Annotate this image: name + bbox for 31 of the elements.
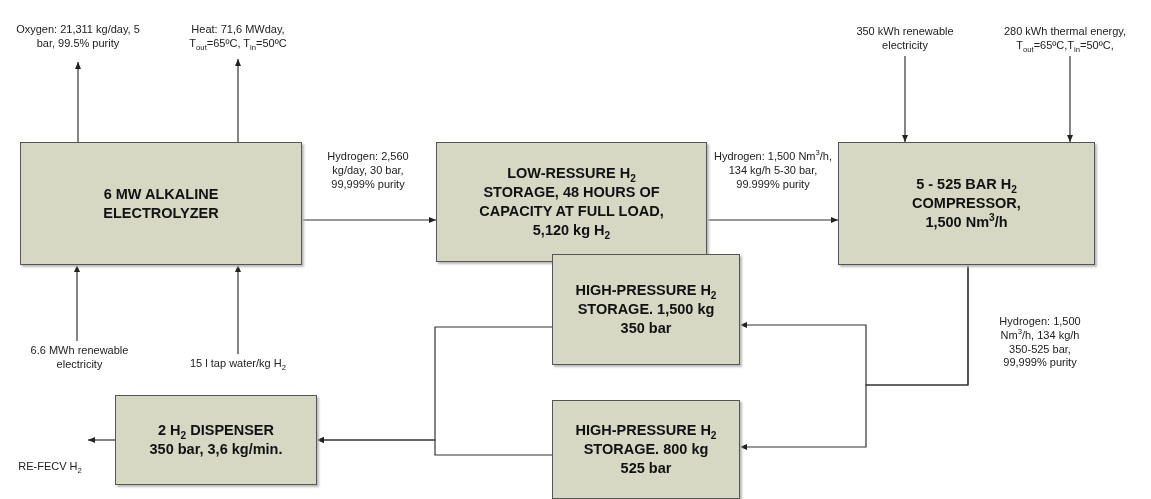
- process-box: [838, 142, 1095, 265]
- arrow: [316, 437, 553, 456]
- arrow: [739, 264, 969, 450]
- flow-label: 350 kWh renewable electricity: [855, 25, 955, 53]
- arrow: [301, 217, 437, 223]
- box-title: 6 MW ALKALINE ELECTROLYZER: [102, 184, 220, 223]
- arrow: [902, 55, 908, 143]
- process-box: [20, 142, 302, 265]
- arrow: [87, 437, 116, 443]
- process-box: [552, 400, 740, 499]
- box-title: HIGH-PRESSURE H$_{2}$ STORAGE. 800 kg 525 bar: [575, 421, 717, 478]
- flow-label: 280 kWh thermal energy, T$_{out}$=65ºC,T$_{in}$=50ºC,: [1002, 25, 1128, 53]
- process-box: [436, 142, 707, 262]
- process-box: [552, 254, 740, 365]
- flow-label: RE-FECV H$_{2}$: [18, 460, 82, 474]
- edge-label: Hydrogen: 1,500 Nm$^{3}$/h, 134 kg/h 5-30 bar, 99.999% purity: [712, 150, 834, 192]
- box-title: 5 - 525 BAR H$_{2}$ COMPRESSOR, 1,500 Nm$^{3}$/h: [911, 175, 1022, 232]
- flow-label: 15 l tap water/kg H$_{2}$: [190, 357, 286, 371]
- arrow: [75, 61, 81, 143]
- arrow: [74, 264, 80, 342]
- flow-label: Oxygen: 21,311 kg/day, 5 bar, 99.5% purity: [16, 23, 140, 51]
- arrow: [235, 264, 241, 355]
- flow-label: Heat: 71,6 MWday, T$_{out}$=65ºC, T$_{in}$=50ºC: [188, 23, 288, 51]
- box-title: HIGH-PRESSURE H$_{2}$ STORAGE. 1,500 kg 350 bar: [575, 281, 717, 338]
- process-box: [115, 395, 317, 485]
- flow-label: 6.6 MWh renewable electricity: [29, 344, 130, 372]
- box-title: 2 H$_{2}$ DISPENSER 350 bar, 3,6 kg/min.: [148, 421, 284, 459]
- arrow: [1067, 55, 1073, 143]
- box-title: LOW-RESSURE H$_{2}$ STORAGE, 48 HOURS OF CAPACITY AT FULL LOAD, 5,120 kg H$_{2}$: [478, 164, 665, 240]
- arrow: [235, 58, 241, 143]
- arrow: [706, 217, 839, 223]
